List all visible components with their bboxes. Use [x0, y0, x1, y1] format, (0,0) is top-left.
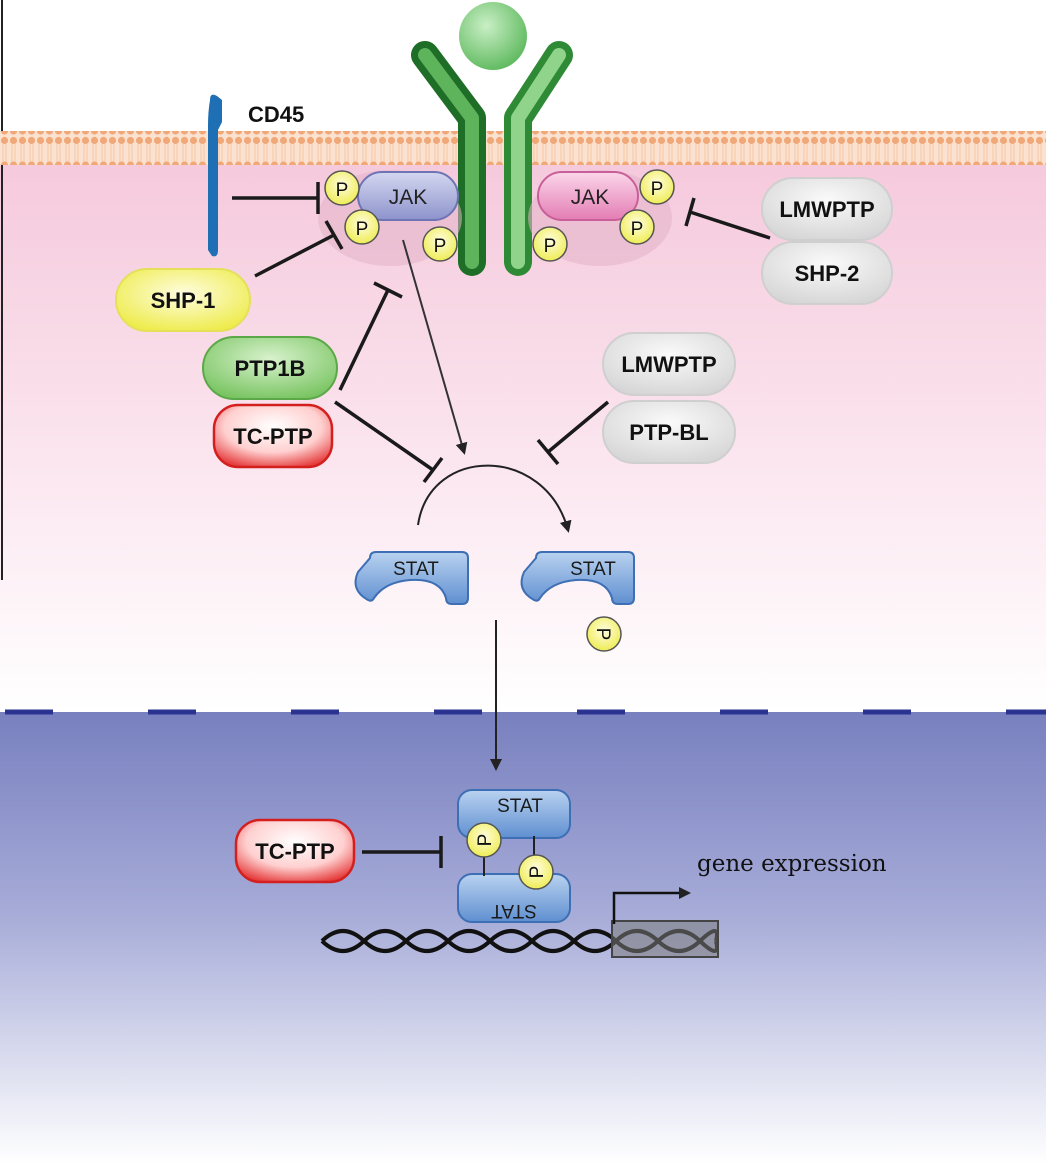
svg-text:P: P: [356, 219, 369, 240]
svg-text:STAT: STAT: [570, 559, 616, 580]
svg-text:PTP-BL: PTP-BL: [629, 420, 708, 445]
tcptp-nucleus-node: TC-PTP: [234, 818, 356, 884]
svg-text:STAT: STAT: [393, 559, 439, 580]
stat-phosphorylated: STAT P: [520, 551, 635, 652]
phospho-group: P: [422, 226, 458, 262]
stat-phosphorylation-arrow: [417, 464, 572, 533]
lmwptp-inhibits-jak: [684, 197, 771, 240]
ptp1b-node: PTP1B: [202, 336, 338, 400]
nucleus: [0, 712, 1046, 1164]
transcription-start-arrow: [612, 887, 691, 924]
svg-text:P: P: [544, 236, 557, 257]
svg-text:P: P: [592, 628, 613, 641]
cd45-inhibits-jak: [232, 182, 320, 214]
ptpbl-node: PTP-BL: [602, 400, 736, 464]
svg-text:LMWPTP: LMWPTP: [621, 352, 716, 377]
phospho-group: P: [324, 170, 360, 206]
phospho-group: P: [619, 209, 655, 245]
jak-right-label: JAK: [571, 186, 610, 209]
shp1-node: SHP-1: [115, 268, 251, 332]
svg-text:P: P: [527, 866, 548, 879]
svg-text:PTP1B: PTP1B: [235, 356, 306, 381]
ptp1b-inhibits-jak: [338, 281, 403, 391]
svg-text:P: P: [336, 180, 349, 201]
shp2-node: SHP-2: [761, 241, 893, 305]
jak-activates-stat-arrow: [402, 239, 468, 455]
lmwptp-inhibits-stat: [536, 400, 610, 466]
lmwptp-top-node: LMWPTP: [761, 177, 893, 241]
svg-text:LMWPTP: LMWPTP: [779, 197, 874, 222]
svg-text:P: P: [631, 219, 644, 240]
shp1-inhibits-jak: [254, 220, 344, 278]
tcptp-cytoplasm-node: TC-PTP: [212, 403, 334, 469]
jak-left: JAK: [357, 171, 459, 221]
stat-unphosphorylated: STAT: [354, 551, 469, 605]
gene-promoter-box: [611, 920, 719, 958]
phospho-group: P: [344, 209, 380, 245]
svg-text:TC-PTP: TC-PTP: [233, 424, 312, 449]
cytokine-ligand: [459, 2, 527, 70]
phospho-group: P: [532, 226, 568, 262]
svg-text:TC-PTP: TC-PTP: [255, 839, 334, 864]
cd45-label: CD45: [248, 102, 304, 127]
cytokine-receptor: [411, 41, 573, 276]
tcptp-inhibits-stat: [334, 400, 444, 484]
svg-text:STAT: STAT: [491, 900, 537, 921]
gene-expression-label: gene expression: [697, 851, 887, 877]
svg-text:P: P: [475, 834, 496, 847]
tcptp-inhibits-dimer: [362, 836, 443, 868]
svg-text:STAT: STAT: [497, 796, 543, 817]
jak-left-label: JAK: [389, 186, 428, 209]
jak-right: JAK: [537, 171, 639, 221]
stat-dimer: STAT STAT P P: [457, 789, 571, 923]
inhibition-edges: [232, 182, 771, 868]
cd45-protein: [208, 94, 222, 257]
phospho-group: P: [639, 169, 675, 205]
svg-text:P: P: [434, 236, 447, 257]
svg-text:SHP-1: SHP-1: [151, 288, 216, 313]
svg-text:P: P: [651, 179, 664, 200]
lmwptp-mid-node: LMWPTP: [602, 332, 736, 396]
svg-text:SHP-2: SHP-2: [795, 261, 860, 286]
